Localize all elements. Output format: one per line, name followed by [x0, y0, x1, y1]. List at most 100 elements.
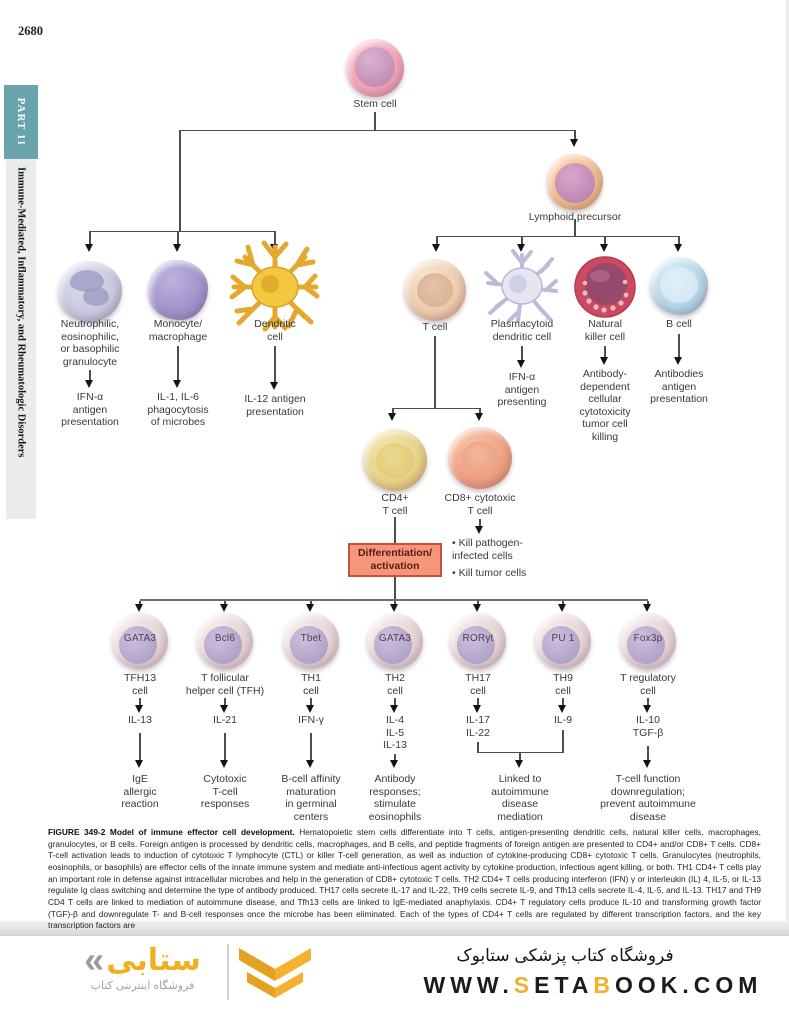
arrowhead	[135, 705, 143, 713]
cell-name: Monocyte/ macrophage	[148, 318, 208, 343]
lymphoid-precursor-nucleus	[555, 163, 595, 203]
outcome: T-cell function downregulation; prevent …	[600, 773, 696, 823]
connector-line	[177, 346, 179, 380]
arrowhead	[85, 244, 93, 252]
cell-nucleus	[627, 626, 665, 664]
arrowhead	[220, 604, 228, 612]
stem-cell-nucleus	[355, 47, 395, 87]
arrowhead	[135, 604, 143, 612]
cd8-nucleus	[461, 441, 499, 476]
arrowhead	[475, 413, 483, 421]
cell-function: IL-12 antigen presentation	[244, 393, 306, 418]
dendritic-cell	[229, 240, 320, 332]
cell-nucleus	[204, 626, 242, 664]
outcome: B-cell affinity maturation in germinal c…	[281, 773, 341, 823]
connector-line	[89, 231, 91, 244]
store-url: WWW.SETABOOK.COM	[404, 972, 782, 999]
transcription-factor: Fox3p	[633, 633, 663, 644]
arrowhead	[306, 604, 314, 612]
arrowhead	[270, 382, 278, 390]
connector-line	[647, 601, 649, 605]
connector-line	[394, 698, 396, 705]
connector-line	[139, 601, 141, 605]
arrowhead	[643, 760, 651, 768]
connector-line	[140, 599, 648, 601]
arrowhead	[643, 604, 651, 612]
outcome: IgE allergic reaction	[121, 773, 159, 811]
connector-line	[477, 601, 479, 605]
cell-name: Dendritic cell	[254, 318, 296, 343]
connector-line	[139, 733, 141, 760]
cd4-label: CD4+ T cell	[381, 492, 409, 517]
brand-logo: « ستابی فروشگاه اینترنتی کتاب	[60, 941, 225, 992]
url-segment: WWW.	[423, 972, 514, 998]
t-regulatory-cell: Fox3p	[620, 613, 676, 669]
th9-cell: PU 1	[535, 613, 591, 669]
brand-wordmark: ستابی	[106, 944, 201, 978]
url-segment: ETA	[534, 972, 594, 998]
connector-line	[562, 601, 564, 605]
stem-cell	[346, 39, 404, 97]
connector-line	[436, 236, 438, 244]
t-cell-nucleus	[417, 273, 453, 307]
connector-line	[437, 236, 679, 238]
cd4-t-cell	[363, 429, 427, 491]
arrowhead	[475, 526, 483, 534]
arrowhead	[432, 244, 440, 252]
arrowhead	[388, 413, 396, 421]
connector-line	[562, 730, 564, 753]
arrowhead	[173, 244, 181, 252]
connector-line	[310, 733, 312, 760]
connector-line	[392, 408, 394, 413]
connector-line	[90, 231, 276, 233]
cell-name: Neutrophilic, eosinophilic, or basophili…	[60, 318, 120, 368]
connector-line	[393, 408, 480, 410]
figure-caption-body: Hematopoietic stem cells differentiate i…	[48, 827, 762, 931]
differentiation-box-label: Differentiation/ activation	[357, 546, 433, 572]
arrowhead	[674, 244, 682, 252]
th2-cell: GATA3	[367, 613, 423, 669]
transcription-factor: GATA3	[378, 633, 412, 644]
differentiation-box: Differentiation/ activation	[348, 543, 442, 577]
arrowhead	[390, 760, 398, 768]
connector-line	[139, 698, 141, 705]
cell-function: IFN-α antigen presenting	[497, 371, 547, 409]
arrowhead	[306, 705, 314, 713]
connector-line	[177, 231, 179, 244]
cell-name: B cell	[666, 318, 692, 330]
store-title: فروشگاه کتاب پزشکی ستابوک	[456, 946, 674, 965]
connector-line	[274, 346, 276, 382]
connector-line	[310, 698, 312, 705]
arrowhead	[558, 705, 566, 713]
arrowhead	[473, 705, 481, 713]
footer-divider	[0, 935, 789, 936]
connector-line	[434, 336, 436, 408]
connector-line	[477, 698, 479, 705]
granulocyte-nucleus	[83, 287, 109, 306]
footer-vertical-bar	[227, 944, 229, 1000]
part-label: PART 11	[15, 97, 27, 147]
connector-line	[89, 370, 91, 380]
connector-line	[521, 236, 523, 244]
outcome: Cytotoxic T-cell responses	[200, 773, 250, 811]
connector-line	[647, 746, 649, 760]
arrowhead	[517, 244, 525, 252]
cd8-function-bullet: • Kill pathogen- infected cells	[452, 537, 523, 562]
cell-name: TH17 cell	[465, 672, 491, 697]
cytokines: IL-4 IL-5 IL-13	[383, 714, 407, 752]
cell-nucleus	[457, 626, 495, 664]
connector-line	[678, 334, 680, 357]
arrowhead	[558, 604, 566, 612]
page-edge-shade	[786, 0, 789, 935]
transcription-factor: PU 1	[551, 633, 575, 644]
cell-nucleus	[290, 626, 328, 664]
connector-line	[224, 698, 226, 705]
connector-line	[519, 753, 521, 760]
cd8-function-bullet: • Kill tumor cells	[452, 567, 527, 579]
transcription-factor: RORγt	[462, 633, 494, 644]
arrowhead	[306, 760, 314, 768]
url-segment: OOK.COM	[615, 972, 763, 998]
stem-cell-label: Stem cell	[353, 98, 397, 110]
part-tab: PART 11	[4, 85, 38, 159]
cell-function: IL-1, IL-6 phagocytosis of microbes	[147, 391, 209, 429]
